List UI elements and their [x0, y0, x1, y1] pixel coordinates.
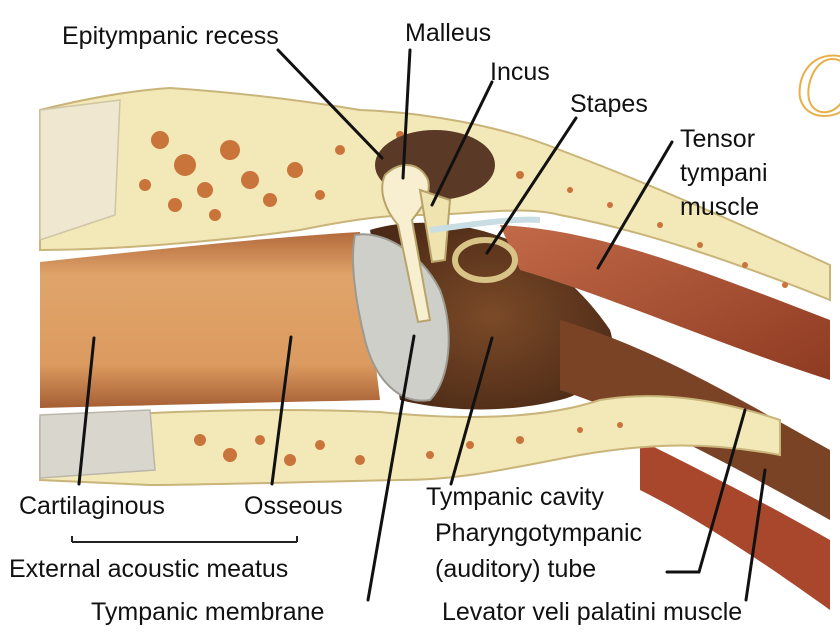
- label-osseous: Osseous: [244, 492, 343, 521]
- label-tensor-tympani-muscle: Tensor tympani muscle: [680, 122, 768, 224]
- label-tympanic-cavity: Tympanic cavity: [426, 483, 604, 512]
- footer-cropped-band: [0, 627, 840, 639]
- label-pharyngotympanic: Pharyngotympanic: [435, 519, 642, 548]
- label-levator-veli-palatini: Levator veli palatini muscle: [442, 598, 742, 627]
- meatus-bracket: [72, 536, 297, 542]
- label-tensor-line2: tympani: [680, 156, 768, 190]
- label-incus: Incus: [490, 58, 550, 87]
- label-tympanic-membrane: Tympanic membrane: [91, 598, 324, 627]
- label-stapes: Stapes: [570, 90, 648, 119]
- label-cartilaginous: Cartilaginous: [19, 492, 165, 521]
- corner-decoration: O: [795, 36, 840, 135]
- label-external-acoustic-meatus: External acoustic meatus: [9, 555, 288, 584]
- auricular-cartilage-bottom: [40, 410, 155, 478]
- label-malleus: Malleus: [405, 19, 491, 48]
- label-auditory-tube: (auditory) tube: [435, 555, 596, 584]
- label-tensor-line3: muscle: [680, 190, 768, 224]
- label-tensor-line1: Tensor: [680, 122, 768, 156]
- label-epitympanic-recess: Epitympanic recess: [62, 22, 279, 51]
